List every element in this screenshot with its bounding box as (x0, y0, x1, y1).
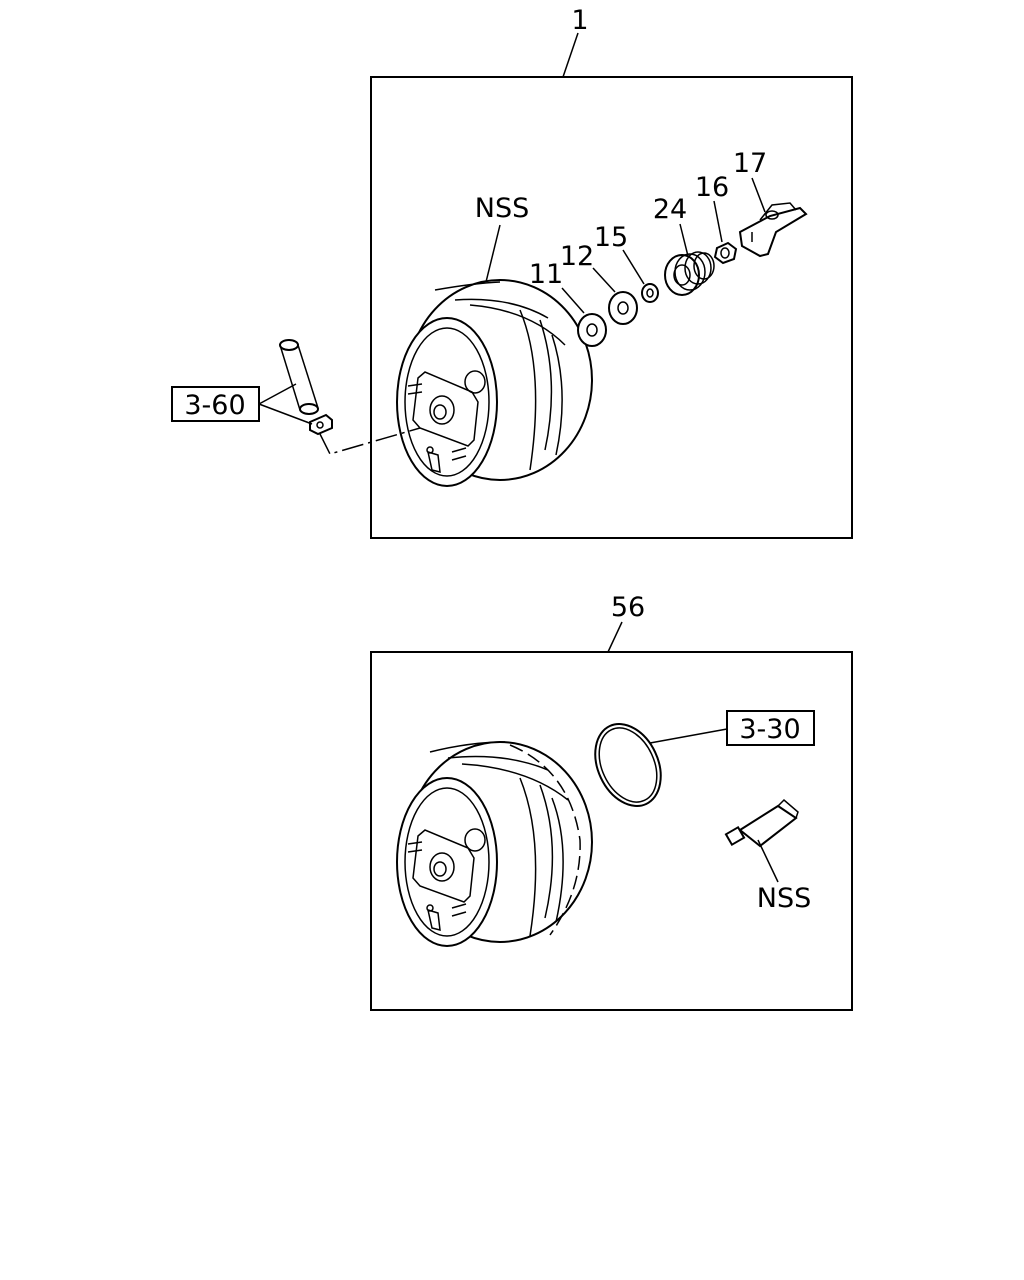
brake-booster-bottom[interactable] (396, 741, 593, 947)
hose-clamp-fitting[interactable] (309, 413, 333, 436)
nss-grease-leader (757, 839, 779, 883)
part-15-label[interactable]: 15 (594, 222, 628, 253)
part-12-label[interactable]: 12 (560, 241, 594, 272)
ref-1-label[interactable]: 1 (571, 5, 588, 36)
part-11-label[interactable]: 11 (529, 259, 563, 290)
ref-56-label[interactable]: 56 (611, 592, 645, 623)
bottom-assembly-panel: 56 (370, 592, 853, 1011)
part-12-retainer[interactable] (608, 291, 638, 325)
callout-3-30-leader (649, 728, 728, 744)
part-24-leader (679, 223, 689, 257)
callout-3-30-label[interactable]: 3-30 (739, 714, 800, 745)
bottom-frame (370, 651, 853, 1011)
part-11-leader (561, 287, 585, 314)
top-assembly-panel: 1 (370, 5, 853, 539)
part-16-nut[interactable] (713, 241, 738, 265)
ref-56-leader (607, 621, 623, 653)
callout-3-60-leader-b (258, 403, 313, 425)
part-11-seal[interactable] (577, 313, 607, 347)
ref-1-leader (562, 32, 579, 78)
part-17-label[interactable]: 17 (733, 148, 767, 179)
part-24-boot[interactable] (664, 251, 715, 296)
nss-grease-label[interactable]: NSS (757, 883, 811, 914)
top-frame (370, 76, 853, 539)
part-15-leader (622, 249, 645, 285)
callout-3-60-leader-a (258, 383, 297, 405)
part-16-leader (713, 200, 723, 243)
vacuum-hose[interactable] (279, 339, 319, 415)
part-17-clevis[interactable] (738, 202, 808, 258)
callout-3-60[interactable]: 3-60 (171, 386, 260, 422)
grease-tube[interactable] (724, 798, 799, 848)
part-15-washer[interactable] (641, 283, 659, 303)
callout-3-60-label[interactable]: 3-60 (184, 390, 245, 421)
o-ring[interactable] (583, 713, 674, 816)
brake-booster-top[interactable] (396, 279, 593, 487)
nss-booster-label[interactable]: NSS (475, 193, 529, 224)
nss-booster-leader (485, 224, 501, 283)
hose-connection-line (319, 427, 421, 455)
callout-3-30[interactable]: 3-30 (726, 710, 815, 746)
part-12-leader (592, 267, 616, 293)
part-17-leader (751, 177, 766, 213)
part-24-label[interactable]: 24 (653, 194, 687, 225)
part-16-label[interactable]: 16 (695, 172, 729, 203)
